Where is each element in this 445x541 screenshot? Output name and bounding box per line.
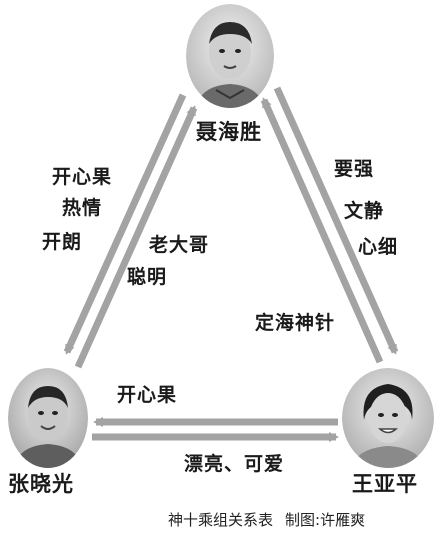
relation-label-nie-to-zhang-3: 开朗 <box>42 231 83 253</box>
astronaut-portrait-icon <box>8 368 88 468</box>
person-name-nie-haisheng: 聂海胜 <box>196 120 262 144</box>
relation-label-zhang-to-wang: 漂亮、可爱 <box>184 453 285 475</box>
arrow-zhang-to-nie <box>74 105 198 369</box>
relation-label-nie-to-wang-3: 心细 <box>358 236 399 258</box>
relation-label-nie-to-zhang-1: 开心果 <box>52 166 113 188</box>
relation-label-nie-to-wang-1: 要强 <box>334 158 375 180</box>
relation-label-wang-to-zhang: 开心果 <box>117 384 178 406</box>
relation-label-nie-to-wang-2: 文静 <box>344 200 385 222</box>
caption-title: 神十乘组关系表 <box>168 511 274 529</box>
person-name-wang-yaping: 王亚平 <box>352 472 418 496</box>
caption-credit: 制图:许雁爽 <box>285 511 366 529</box>
figure-caption: 神十乘组关系表制图:许雁爽 <box>168 513 377 528</box>
relation-label-nie-to-zhang-2: 热情 <box>62 197 103 219</box>
astronaut-portrait-icon <box>342 368 434 468</box>
arrow-nie-to-zhang <box>63 93 187 355</box>
relation-label-zhang-to-nie-2: 聪明 <box>127 266 168 288</box>
arrow-wang-to-nie <box>260 97 384 364</box>
relation-label-zhang-to-nie-1: 老大哥 <box>149 234 210 256</box>
relation-label-wang-to-nie: 定海神针 <box>255 312 336 334</box>
astronaut-portrait-icon <box>186 4 274 108</box>
person-name-zhang-xiaoguang: 张晓光 <box>8 472 74 496</box>
arrow-nie-to-wang <box>273 86 399 355</box>
